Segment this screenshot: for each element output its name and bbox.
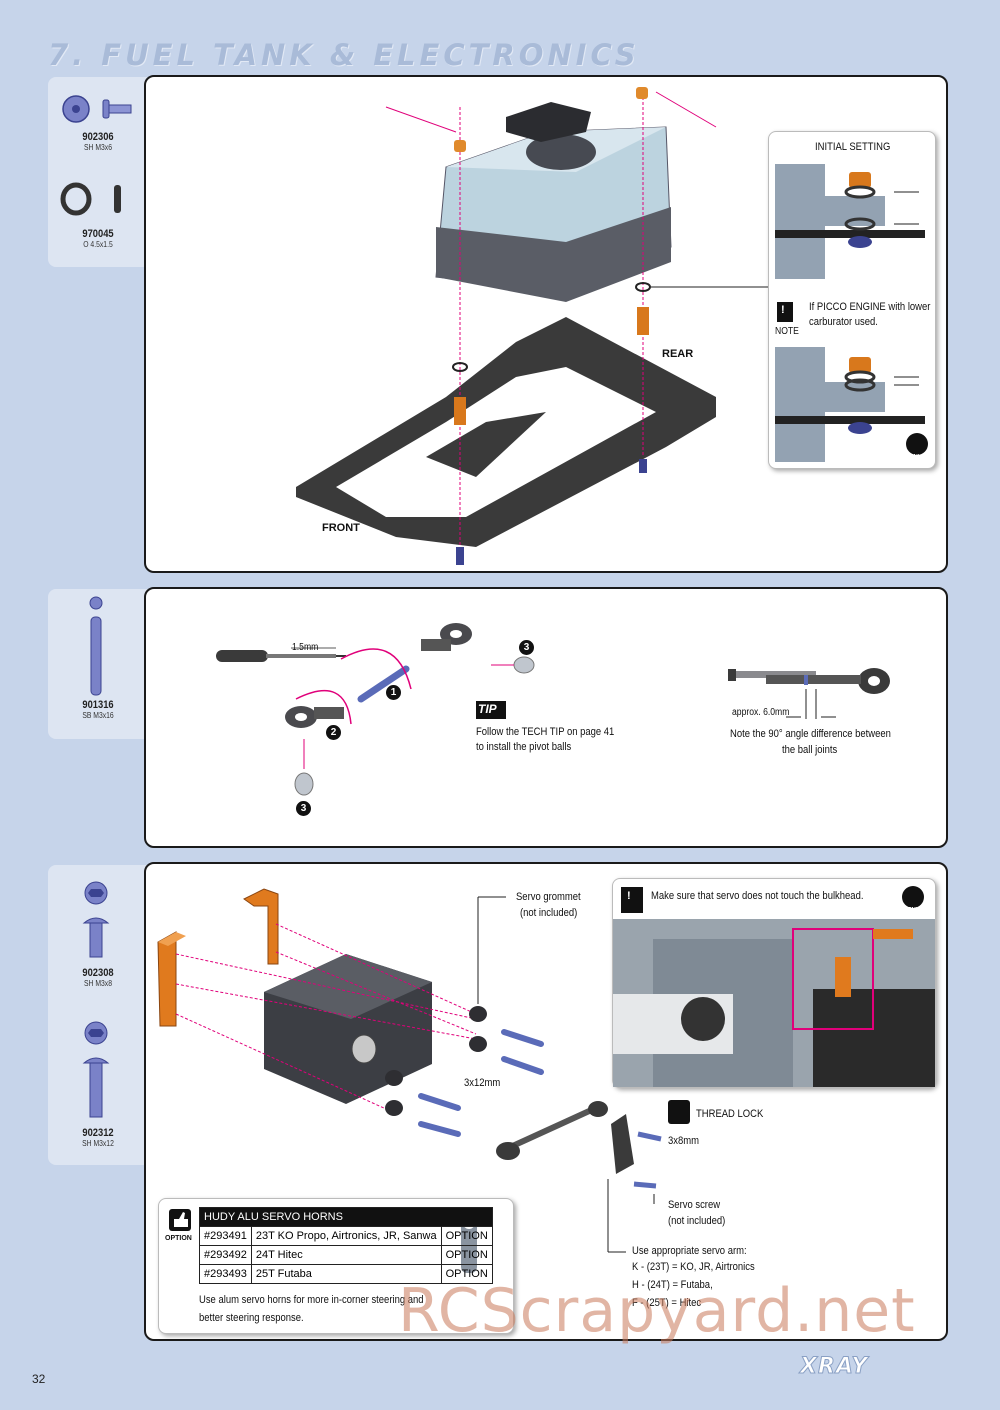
page-title: 7. FUEL TANK & ELECTRONICS: [48, 38, 640, 72]
step-number-1: 1: [386, 685, 401, 700]
angle-note-2: the ball joints: [782, 744, 838, 756]
fuel-tank-illustration: [296, 87, 768, 565]
parts-tab-2: 901316 SB M3x16: [48, 589, 148, 739]
step-number-2: 2: [326, 725, 341, 740]
table-row: #293491 23T KO Propo, Airtronics, JR, Sa…: [199, 1226, 493, 1246]
parts-tab-1: 902306 SH M3x6 970045 O 4.5x1.5: [48, 77, 148, 267]
front-label: FRONT: [322, 522, 360, 534]
servo-arm-k: K - (23T) = KO, JR, Airtronics: [632, 1261, 755, 1273]
detail-icon: DETAIL: [903, 454, 921, 460]
part-902308: 902308 SH M3x8: [82, 967, 114, 988]
approx-6mm: approx. 6.0mm: [732, 707, 790, 718]
rear-label: REAR: [662, 348, 694, 360]
screw-3x8-label: 3x8mm: [668, 1135, 700, 1147]
step-number-3-top: 3: [519, 640, 534, 655]
servo-screw-label-2: (not included): [668, 1215, 726, 1227]
initial-setting-title: INITIAL SETTING: [815, 141, 891, 153]
servo-illustration: [157, 888, 662, 1253]
servo-arm-h: H - (24T) = Futaba,: [632, 1279, 713, 1291]
servo-arm-title: Use appropriate servo arm:: [632, 1245, 747, 1257]
angle-note-1: Note the 90° angle difference between: [730, 728, 891, 740]
grommet-label-1: Servo grommet: [516, 891, 581, 903]
page-number: 32: [32, 1372, 46, 1386]
part-970045: 970045 O 4.5x1.5: [82, 228, 114, 249]
pin-icon: [89, 596, 103, 696]
detail-icon-2: DETAIL: [901, 907, 919, 913]
warning-icon: !: [781, 304, 785, 316]
option-text-1: Use alum servo horns for more in-corner …: [199, 1294, 424, 1306]
screw-3x12-label: 3x12mm: [464, 1077, 501, 1089]
table-row: #293493 25T Futaba OPTION: [199, 1264, 493, 1284]
thread-lock-label: THREAD LOCK: [696, 1108, 764, 1120]
bulkhead-detail: [613, 886, 935, 1087]
tip-text-1: Follow the TECH TIP on page 41: [476, 726, 615, 738]
bulkhead-detail-box: ! Make sure that servo does not touch th…: [612, 878, 936, 1088]
option-table: HUDY ALU SERVO HORNS #293491 23T KO Prop…: [199, 1207, 493, 1284]
table-row: #293492 24T Hitec OPTION: [199, 1245, 493, 1265]
parts-tab-3: 902308 SH M3x8 902312 SH M3x12: [48, 865, 148, 1165]
grommet-label-2: (not included): [520, 907, 578, 919]
linkage-panel: 1.5mm 1 2 3 3 TIP Follow the TECH TIP on…: [144, 587, 948, 848]
tip-icon: TIP: [478, 702, 497, 716]
option-title: HUDY ALU SERVO HORNS: [199, 1207, 493, 1227]
servo-panel: Servo grommet (not included) 3x12mm ! Ma…: [144, 862, 948, 1341]
option-label: OPTION: [165, 1235, 192, 1242]
screw-icons: [82, 881, 110, 1118]
fuel-tank-panel: REAR FRONT INITIAL SETTING ! NOT: [144, 75, 948, 573]
dim-1-5mm: 1.5mm: [292, 642, 319, 653]
thread-lock-icon: [668, 1100, 690, 1124]
warning-icon-2: !: [627, 890, 631, 902]
option-text-2: better steering response.: [199, 1312, 304, 1324]
note-text: If PICCO ENGINE with lower carburator us…: [809, 301, 931, 328]
watermark: RCScrapyard.net: [398, 1276, 916, 1346]
step-number-3-bottom: 3: [296, 801, 311, 816]
initial-setting-detail: [775, 164, 928, 462]
initial-setting-box: INITIAL SETTING ! NOTE If PICCO ENGINE: [768, 131, 936, 469]
part-902312: 902312 SH M3x12: [82, 1127, 114, 1148]
parts-icons-1: [60, 95, 132, 216]
tip-text-2: to install the pivot balls: [476, 741, 572, 753]
note-label: NOTE: [775, 326, 799, 337]
part-901316: 901316 SB M3x16: [82, 699, 114, 720]
servo-screw-label-1: Servo screw: [668, 1199, 721, 1211]
option-box: OPTION HUDY ALU SERVO HORNS #293491 23T …: [158, 1198, 514, 1334]
linkage-illustration: [216, 623, 890, 796]
part-902306: 902306 SH M3x6: [82, 131, 114, 152]
brand-logo: XRAY: [799, 1354, 869, 1380]
servo-arm-f: F - (25T) = Hitec: [632, 1297, 702, 1309]
bulkhead-note: Make sure that servo does not touch the …: [651, 890, 864, 902]
